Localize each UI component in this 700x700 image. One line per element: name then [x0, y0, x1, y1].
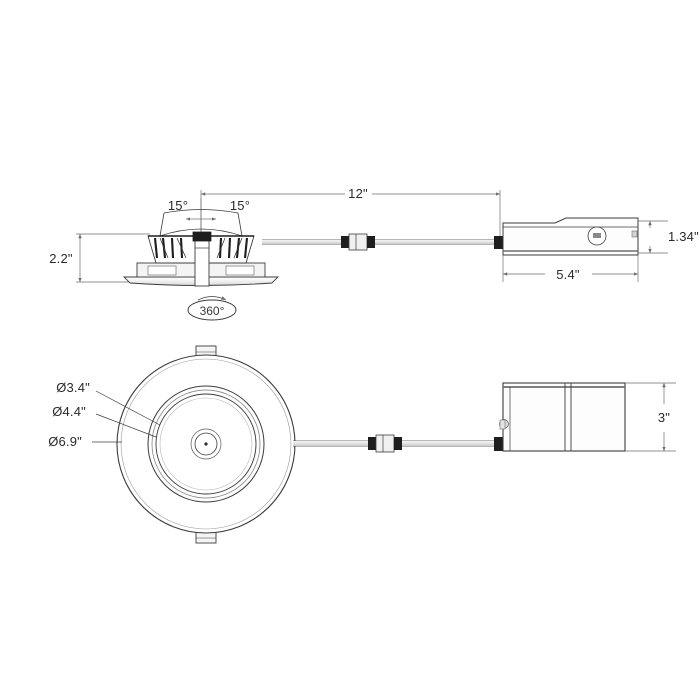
dimension-label-jbox-height: 1.34"	[668, 229, 699, 244]
dimension-jbox-length	[502, 255, 639, 282]
rotation-badge	[187, 296, 237, 321]
dimension-label-dia-4-4: Ø4.4"	[52, 404, 86, 419]
center-point	[204, 442, 208, 446]
dimension-jbox-width	[625, 382, 676, 452]
side-elevation-view: 2.2" 12" 15°	[49, 186, 699, 321]
dimension-label-jbox-length: 5.4"	[556, 267, 580, 282]
aperture-inner-edge	[159, 397, 253, 491]
junction-box-side	[502, 217, 639, 256]
tilt-angle-annotation	[159, 198, 243, 237]
dimension-label-jbox-width: 3"	[658, 410, 670, 425]
junction-box-bottom	[499, 382, 626, 452]
diameter-leaders	[92, 390, 161, 443]
dimension-label-dia-3-4: Ø3.4"	[56, 380, 90, 395]
cable-assembly-bottom	[293, 434, 503, 453]
fixture-body-section	[122, 231, 280, 287]
dimension-jbox-height	[638, 220, 668, 254]
dimension-label-rotation: 360°	[200, 304, 225, 318]
cable-assembly-side	[262, 233, 503, 251]
dimension-label-dia-6-9: Ø6.9"	[48, 434, 82, 449]
dimension-label-height: 2.2"	[49, 251, 73, 266]
dimension-label-angle-right: 15°	[230, 198, 250, 213]
bottom-plan-view: Ø3.4" Ø4.4" Ø6.9"	[48, 345, 676, 544]
gimbal-ring-inner	[151, 389, 261, 499]
dimension-label-cable: 12"	[348, 186, 368, 201]
trim-outer-inner-edge	[120, 358, 292, 530]
dimension-label-angle-left: 15°	[168, 198, 188, 213]
